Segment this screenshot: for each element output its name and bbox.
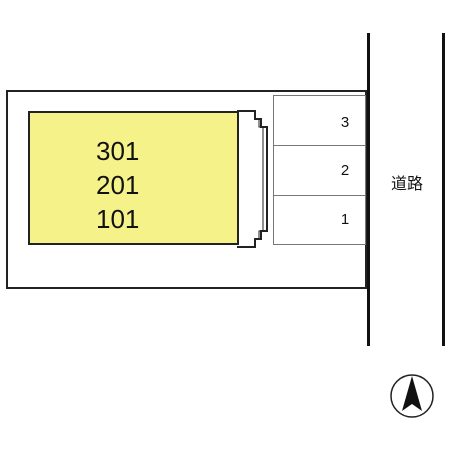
building-outline-detail: [237, 110, 268, 248]
unit-label-301: 301: [96, 136, 140, 166]
parking-slot-number-1: 1: [340, 211, 350, 228]
unit-label-101: 101: [96, 204, 140, 234]
unit-label-201: 201: [96, 170, 140, 200]
road-edge-right: [442, 33, 445, 346]
north-arrow-icon: [390, 374, 434, 418]
building-footprint: [28, 111, 239, 245]
parking-slot-3: [273, 95, 366, 146]
road-label: 道路: [391, 174, 424, 193]
parking-slot-1: [273, 195, 366, 245]
parking-slot-number-3: 3: [340, 114, 350, 131]
road-edge-left: [367, 33, 370, 346]
parking-slot-2: [273, 145, 366, 196]
parking-slot-number-2: 2: [340, 162, 350, 179]
